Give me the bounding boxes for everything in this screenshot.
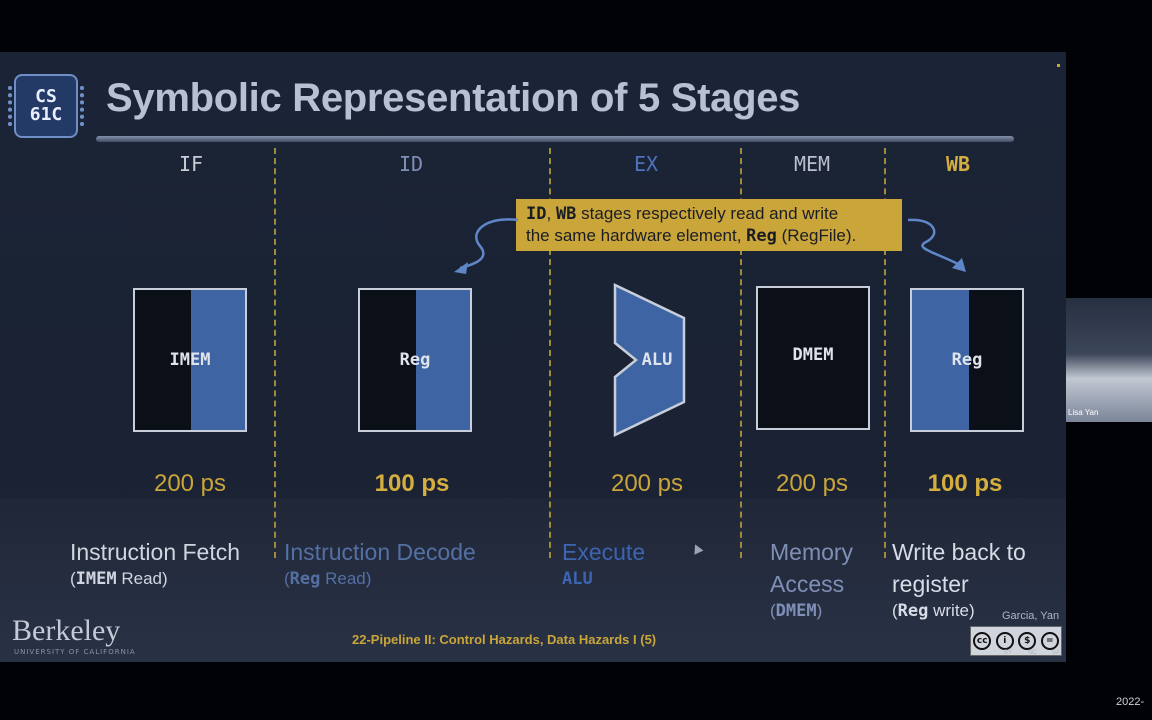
desc-if-name: Instruction Fetch [70, 539, 241, 565]
callout-code-reg: Reg [746, 226, 777, 246]
desc-mem-code: DMEM [775, 601, 817, 621]
cs61c-logo: CS 61C [8, 74, 84, 138]
logo-line-1: CS [35, 86, 57, 107]
stage-divider [274, 148, 276, 558]
desc-id-sub: (Reg Read) [284, 569, 372, 589]
dmem-block: DMEM [756, 286, 870, 430]
cc-label-nc: NC [1027, 650, 1037, 656]
callout-text-1: stages respectively read and write [576, 204, 839, 223]
latency-wb: 100 ps [927, 470, 1003, 497]
title-underline [96, 136, 1014, 142]
cc-icon: cc [973, 632, 992, 650]
callout-code-wb: WB [555, 204, 577, 224]
cc-label-sa: SA [1051, 650, 1060, 656]
callout-box: ID, WB stages respectively read and writ… [516, 199, 902, 251]
desc-wb-subtext: write [928, 601, 970, 620]
slide-credit: Garcia, Yan [1002, 610, 1060, 622]
desc-id-subtext: Read [320, 569, 366, 588]
slide-title: Symbolic Representation of 5 Stages [106, 76, 801, 120]
curly-arrow-right-icon [907, 218, 966, 272]
dmem-label: DMEM [792, 345, 834, 366]
stage-divider [740, 148, 742, 558]
desc-wb-line1: Write back to [892, 539, 1026, 565]
reg-read-half [416, 290, 470, 430]
stage-header-mem: MEM [793, 152, 831, 176]
desc-mem: Memory Access (DMEM) [770, 536, 853, 622]
webcam-video[interactable] [1066, 298, 1152, 422]
cc-license-labels: BY NC SA [1004, 650, 1060, 656]
callout-text-2: the same hardware element, [526, 226, 747, 245]
desc-ex-code: ALU [562, 569, 593, 589]
cc-label-by: BY [1004, 650, 1012, 656]
stage-divider [549, 148, 551, 558]
desc-wb-sub: (Reg write) [892, 601, 975, 621]
berkeley-logo: Berkeley [12, 614, 121, 647]
webcam-name: Lisa Yan [1068, 408, 1099, 417]
stage-header-wb: WB [945, 152, 971, 176]
alu-label: ALU [641, 350, 673, 370]
desc-id-code: Reg [289, 569, 321, 589]
desc-wb: Write back to register (Reg write) [892, 536, 1026, 622]
desc-mem-line2: Access [770, 571, 845, 597]
imem-read-half [191, 290, 245, 430]
callout-code-id: ID [526, 204, 547, 224]
desc-ex-name: Execute [562, 539, 646, 565]
reg-write-block: Reg [910, 288, 1024, 432]
imem-label: IMEM [169, 350, 211, 370]
desc-id-name: Instruction Decode [284, 539, 476, 565]
desc-id: Instruction Decode (Reg Read) [284, 536, 476, 590]
decorative-dot [1057, 64, 1060, 67]
nc-icon: $ [1018, 632, 1037, 650]
latency-if: 200 ps [153, 470, 227, 497]
callout-sep: , [546, 204, 556, 223]
slide-footer: 22-Pipeline II: Control Hazards, Data Ha… [352, 632, 657, 647]
reg-read-label: Reg [399, 350, 431, 370]
slide-bottom-band [0, 498, 1066, 662]
desc-if-sub: (IMEM Read) [70, 569, 168, 589]
desc-ex: Execute ALU [562, 536, 645, 590]
desc-wb-code: Reg [897, 601, 929, 621]
berkeley-logo-subtitle: UNIVERSITY OF CALIFORNIA [14, 648, 136, 656]
callout-text-3: (RegFile). [776, 226, 857, 245]
stage-header-if: IF [178, 152, 204, 176]
desc-if: Instruction Fetch (IMEM Read) [70, 536, 240, 590]
cc-license-badge: cc i $ = [970, 626, 1062, 656]
desc-mem-sub: (DMEM) [770, 601, 823, 621]
stage-divider [884, 148, 886, 558]
latency-mem: 200 ps [775, 470, 849, 497]
stage-header-ex: EX [633, 152, 659, 176]
latency-id: 100 ps [374, 470, 450, 497]
date-fragment: 2022- [1116, 696, 1145, 708]
reg-write-half [912, 290, 969, 430]
logo-line-2: 61C [29, 104, 63, 125]
by-icon: i [995, 632, 1014, 650]
latency-ex: 200 ps [610, 470, 684, 497]
desc-if-subtext: Read [116, 569, 162, 588]
reg-read-block: Reg [358, 288, 472, 432]
stage-header-id: ID [398, 152, 424, 176]
sa-icon: = [1040, 632, 1059, 650]
desc-mem-line1: Memory [770, 539, 854, 565]
curly-arrow-left-icon [454, 218, 519, 274]
reg-write-label: Reg [951, 350, 983, 370]
imem-block: IMEM [133, 288, 247, 432]
alu-shape [613, 283, 686, 437]
desc-wb-line2: register [892, 571, 969, 597]
desc-if-code: IMEM [75, 569, 117, 589]
